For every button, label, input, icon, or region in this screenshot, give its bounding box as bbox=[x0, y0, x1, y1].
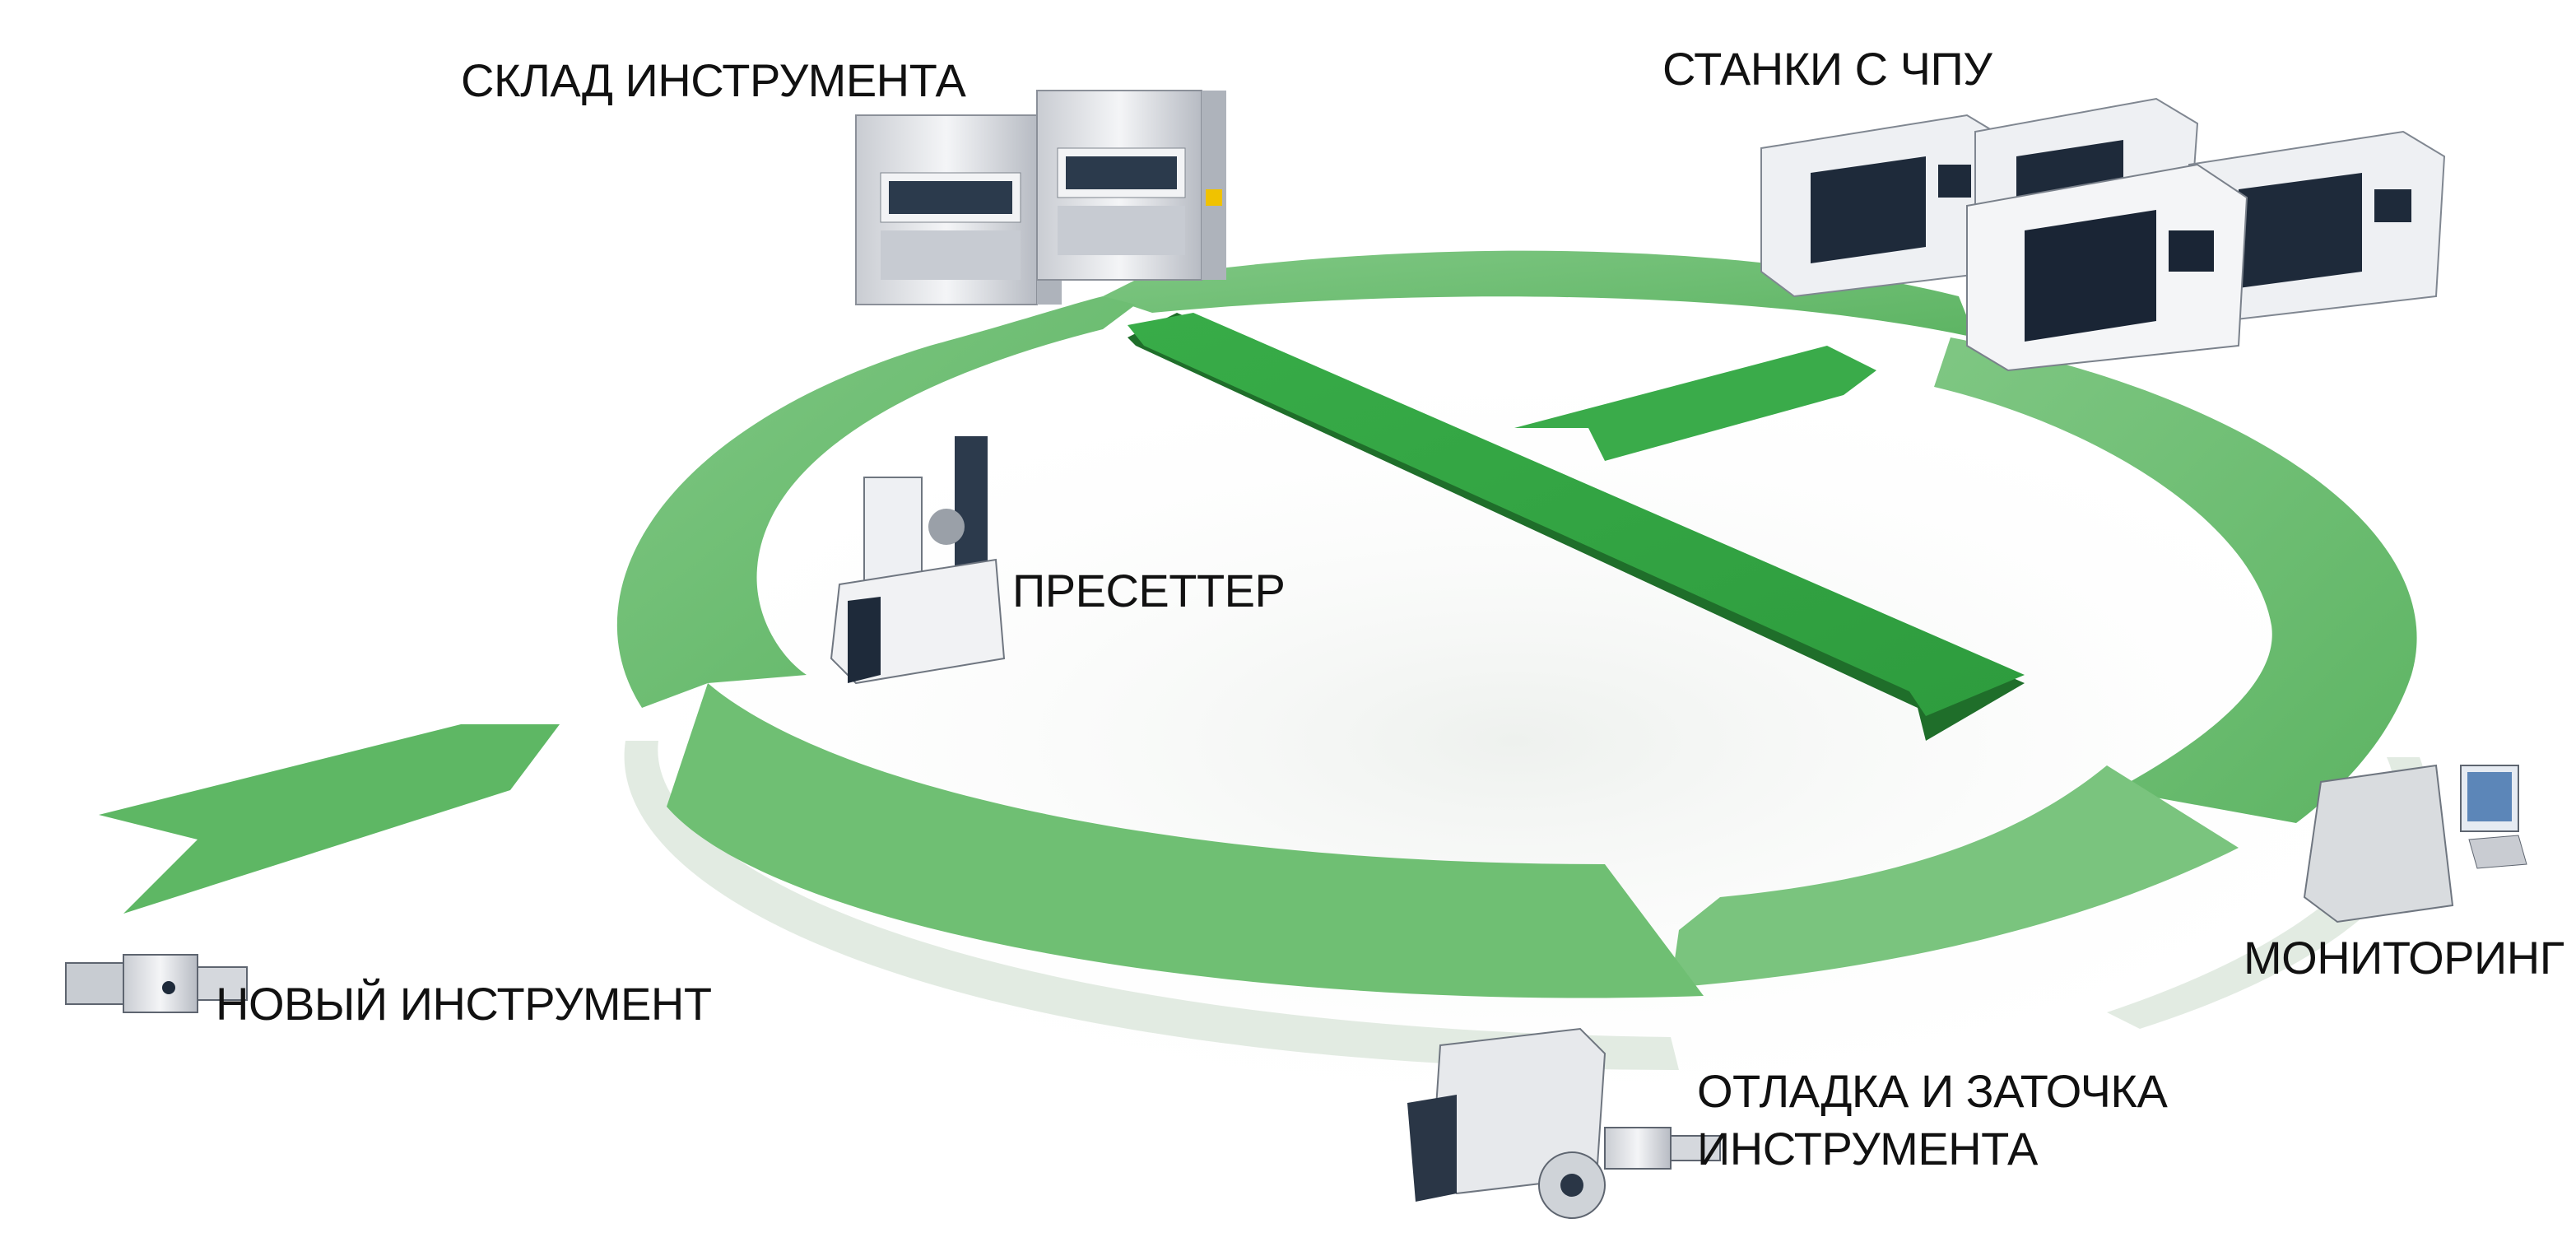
label-presetter: ПРЕСЕТТЕР bbox=[1012, 565, 1286, 616]
tool-holder-icon bbox=[65, 954, 248, 1013]
label-new-tool: НОВЫЙ ИНСТРУМЕНТ bbox=[216, 978, 712, 1030]
storage-cabinet-icon bbox=[855, 90, 1226, 305]
grinding-machine-icon bbox=[1407, 1027, 1721, 1219]
presetter-icon bbox=[830, 436, 1006, 685]
new-tool-arrow bbox=[99, 724, 560, 914]
label-debug-line1: ОТЛАДКА И ЗАТОЧКА bbox=[1697, 1065, 2168, 1117]
label-cnc-machines: СТАНКИ С ЧПУ bbox=[1662, 43, 1992, 95]
big-diagonal-arrow bbox=[1128, 313, 2025, 741]
label-debug-line2: ИНСТРУМЕНТА bbox=[1697, 1123, 2038, 1175]
label-monitoring: МОНИТОРИНГ bbox=[2244, 932, 2564, 984]
ring-arrow-lower-right bbox=[1671, 765, 2239, 988]
ring-arrow-left bbox=[616, 296, 1136, 708]
cnc-machine-icon bbox=[1760, 97, 2446, 372]
small-return-arrow bbox=[1514, 346, 1876, 461]
label-tool-warehouse: СКЛАД ИНСТРУМЕНТА bbox=[461, 54, 966, 106]
ring-arrow-top bbox=[1103, 250, 1975, 337]
ring-arrow-bottom bbox=[667, 683, 1704, 998]
monitor-computer-icon bbox=[2303, 764, 2527, 923]
ring-arrow-right bbox=[1934, 337, 2417, 823]
